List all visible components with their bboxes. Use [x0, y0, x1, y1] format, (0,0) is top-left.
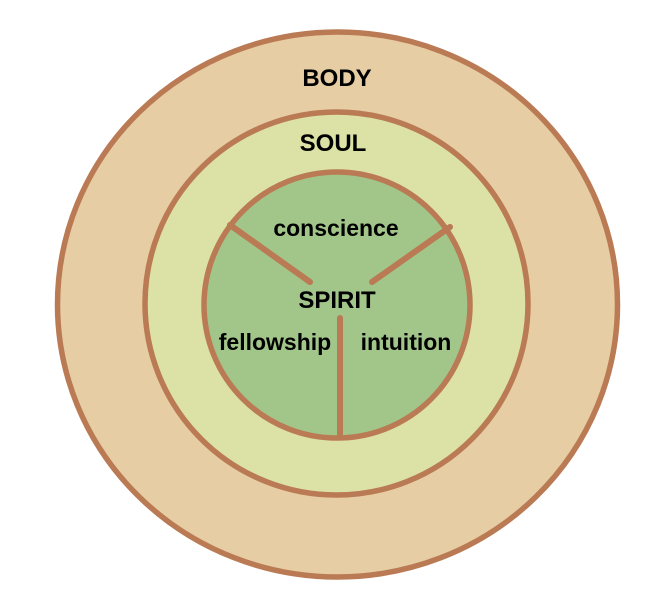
divider-upper-right: [369, 224, 453, 285]
spirit-circle: [201, 169, 473, 441]
conscience-label: conscience: [273, 215, 398, 241]
soul-label: SOUL: [300, 130, 367, 157]
body-label: BODY: [302, 65, 371, 92]
intuition-label: intuition: [361, 329, 452, 355]
divider-upper-left: [227, 222, 313, 285]
fellowship-label: fellowship: [219, 329, 331, 355]
spirit-label: SPIRIT: [298, 287, 376, 314]
